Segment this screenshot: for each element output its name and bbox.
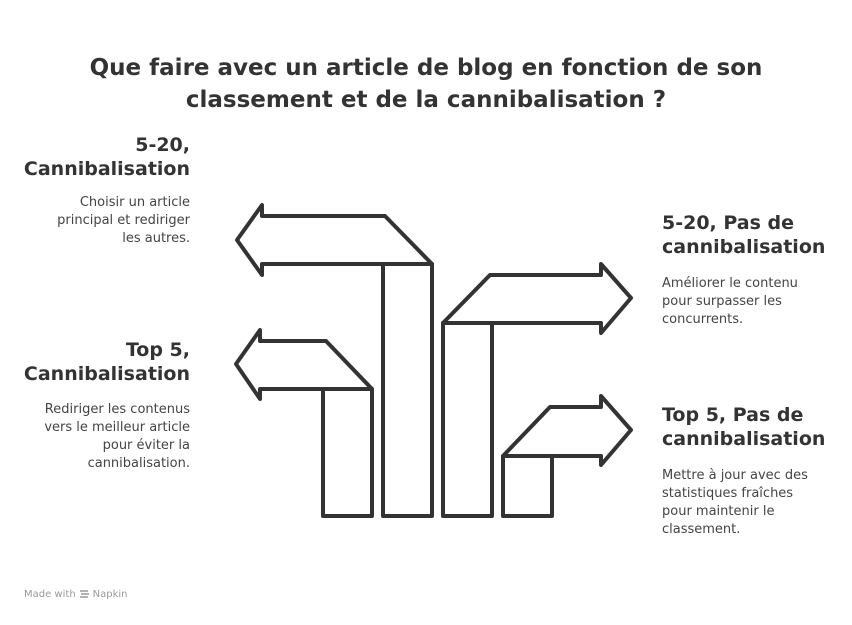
arrow-5-20-pas-de-cannibalisation — [441, 262, 633, 518]
heading-5-20-pas-de-cannibalisation: 5-20, Pas de cannibalisation — [662, 212, 826, 258]
heading-5-20-cannibalisation: 5-20, Cannibalisation — [23, 134, 190, 180]
heading-top5-cannibalisation: Top 5, Cannibalisation — [23, 339, 190, 385]
arrow-top5-cannibalisation — [234, 328, 374, 518]
diagram-title: Que faire avec un article de blog en fon… — [89, 55, 763, 113]
desc-top5-cannibalisation: Rediriger les contenus vers le meilleur … — [44, 402, 190, 471]
napkin-logo-icon — [79, 590, 89, 598]
napkin-brand: Napkin — [92, 589, 128, 600]
desc-5-20-cannibalisation: Choisir un article principal et redirige… — [57, 195, 190, 246]
made-with-label: Made with — [24, 589, 76, 600]
desc-top5-pas-de-cannibalisation: Mettre à jour avec des statistiques fraî… — [662, 468, 808, 537]
arrow-5-20-cannibalisation — [235, 203, 434, 518]
made-with-napkin: Made with Napkin — [24, 589, 128, 600]
heading-top5-pas-de-cannibalisation: Top 5, Pas de cannibalisation — [662, 404, 826, 450]
arrow-top5-pas-de-cannibalisation — [501, 394, 633, 518]
desc-5-20-pas-de-cannibalisation: Améliorer le contenu pour surpasser les … — [662, 276, 798, 327]
